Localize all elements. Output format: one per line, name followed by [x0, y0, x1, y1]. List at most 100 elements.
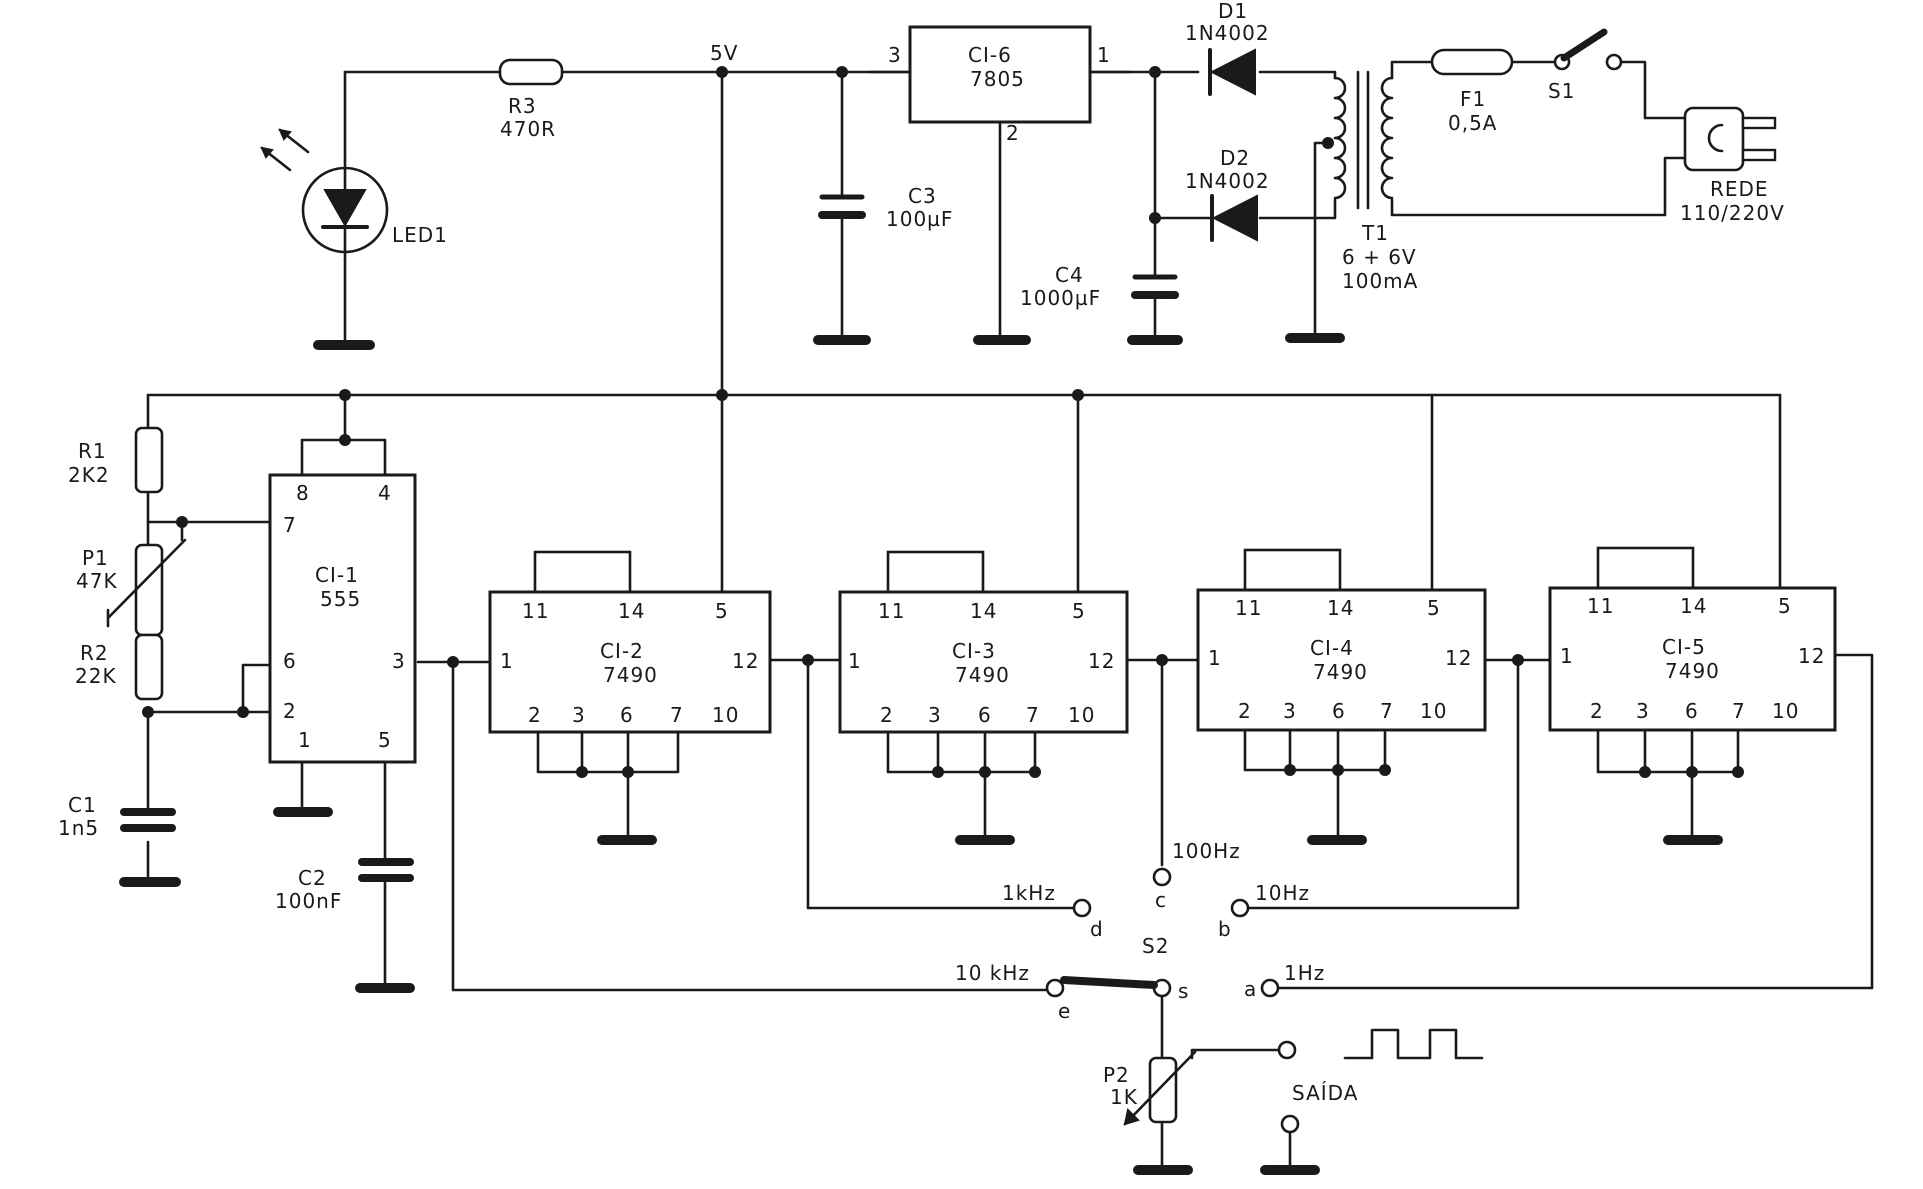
d1-ref: D1 [1218, 0, 1248, 23]
ci1-pin2: 2 [283, 699, 297, 723]
counter-ci3: CI-3 7490 11 14 5 1 12 2 3 6 7 10 [838, 550, 1129, 734]
c4-ref: C4 [1055, 263, 1084, 287]
ci4-pin10: 10 [1420, 699, 1447, 723]
ci2-ref: CI-2 [600, 639, 644, 663]
ci2-pin14: 14 [618, 599, 645, 623]
potentiometer-p2: P2 1K [1103, 1050, 1197, 1126]
ci5-pin12: 12 [1798, 644, 1825, 668]
c1-ref: C1 [68, 793, 97, 817]
ci2-pin5: 5 [715, 599, 729, 623]
capacitor-c2: C2 100nF [275, 858, 414, 913]
ci3-ref: CI-3 [952, 639, 996, 663]
ci1-pin8: 8 [296, 481, 310, 505]
ci1-pin6: 6 [283, 649, 297, 673]
ci3-pin7: 7 [1026, 703, 1040, 727]
ci1-pin7: 7 [283, 513, 297, 537]
s2-pos-c-letter: c [1155, 888, 1167, 912]
diode-d2: D2 1N4002 [1185, 146, 1269, 242]
ci4-pin14: 14 [1327, 596, 1354, 620]
led1: LED1 [260, 128, 448, 262]
ci1-ref: CI-1 [315, 563, 359, 587]
ci5-pin7: 7 [1732, 699, 1746, 723]
ci5-pin2: 2 [1590, 699, 1604, 723]
mains-label: REDE [1710, 177, 1769, 201]
ci1-pin3: 3 [392, 649, 406, 673]
ci3-type: 7490 [955, 663, 1010, 687]
ci4-pin2: 2 [1238, 699, 1252, 723]
mains-plug-icon: REDE 110/220V [1680, 106, 1785, 225]
f1-value: 0,5A [1448, 111, 1498, 135]
ci2-pin1: 1 [500, 649, 514, 673]
f1-ref: F1 [1460, 87, 1486, 111]
s2-pos-d-letter: d [1090, 917, 1104, 941]
s2-pos-b-letter: b [1218, 917, 1232, 941]
d1-type: 1N4002 [1185, 21, 1270, 45]
resistor-r1: R1 2K2 [68, 426, 164, 494]
switch-s1: S1 [1548, 28, 1623, 103]
ci4-type: 7490 [1313, 660, 1368, 684]
ci1-pin4: 4 [378, 481, 392, 505]
ci6-ref: CI-6 [968, 43, 1012, 67]
ci2-pin2: 2 [528, 703, 542, 727]
c3-value: 100µF [886, 207, 953, 231]
diode-d1: D1 1N4002 [1185, 0, 1270, 96]
s2-pos-e-freq: 10 kHz [955, 961, 1030, 985]
ci5-pin3: 3 [1636, 699, 1650, 723]
capacitor-c3: C3 100µF [818, 184, 953, 231]
ci3-pin12: 12 [1088, 649, 1115, 673]
resistor-r2: R2 22K [75, 633, 164, 701]
ci5-pin11: 11 [1587, 594, 1614, 618]
potentiometer-p1: P1 47K [76, 520, 187, 637]
vcc-5v-label: 5V [710, 41, 738, 65]
ci1-type: 555 [320, 587, 361, 611]
ci3-pin3: 3 [928, 703, 942, 727]
ci4-pin12: 12 [1445, 646, 1472, 670]
transformer-t1: T1 6 + 6V 100mA [1333, 70, 1417, 293]
ci4-pin5: 5 [1427, 596, 1441, 620]
ci3-pin11: 11 [878, 599, 905, 623]
counter-ci5: CI-5 7490 11 14 5 1 12 2 3 6 7 10 [1548, 546, 1837, 732]
s2-pos-a-freq: 1Hz [1284, 961, 1325, 985]
s1-label: S1 [1548, 79, 1575, 103]
ci4-pin7: 7 [1380, 699, 1394, 723]
ci2-pin7: 7 [670, 703, 684, 727]
p2-ref: P2 [1103, 1063, 1130, 1087]
s2-pos-a-letter: a [1244, 977, 1257, 1001]
capacitor-c4: C4 1000µF [1020, 263, 1179, 310]
r1-ref: R1 [78, 439, 107, 463]
ci2-pin11: 11 [522, 599, 549, 623]
counter-ci2: CI-2 7490 11 14 5 1 12 2 3 6 7 10 [488, 550, 772, 734]
s2-pos-d-freq: 1kHz [1002, 881, 1056, 905]
r3-value: 470R [500, 117, 556, 141]
d2-ref: D2 [1220, 146, 1250, 170]
ci3-pin10: 10 [1068, 703, 1095, 727]
ci5-ref: CI-5 [1662, 635, 1706, 659]
ci2-pin12: 12 [732, 649, 759, 673]
t1-ref: T1 [1361, 221, 1389, 245]
s2-pos-b-freq: 10Hz [1255, 881, 1310, 905]
capacitor-c1: C1 1n5 [58, 793, 176, 840]
p1-value: 47K [76, 569, 118, 593]
ci2-pin10: 10 [712, 703, 739, 727]
mains-voltage: 110/220V [1680, 201, 1785, 225]
ci1-pin5: 5 [378, 728, 392, 752]
ci3-pin2: 2 [880, 703, 894, 727]
ci3-pin14: 14 [970, 599, 997, 623]
ci3-pin1: 1 [848, 649, 862, 673]
s2-pos-e-letter: e [1058, 999, 1071, 1023]
ci5-pin1: 1 [1560, 644, 1574, 668]
ci4-pin11: 11 [1235, 596, 1262, 620]
ci3-pin5: 5 [1072, 599, 1086, 623]
timer-ci1-555: CI-1 555 8 4 7 6 2 1 5 3 [268, 473, 417, 764]
s2-common: s [1178, 979, 1189, 1003]
ci5-pin5: 5 [1778, 594, 1792, 618]
p1-ref: P1 [82, 546, 109, 570]
ci5-type: 7490 [1665, 659, 1720, 683]
ci2-type: 7490 [603, 663, 658, 687]
led1-label: LED1 [392, 223, 448, 247]
c2-ref: C2 [298, 866, 327, 890]
r3-ref: R3 [508, 94, 537, 118]
c1-value: 1n5 [58, 816, 99, 840]
ci1-pin1: 1 [298, 728, 312, 752]
